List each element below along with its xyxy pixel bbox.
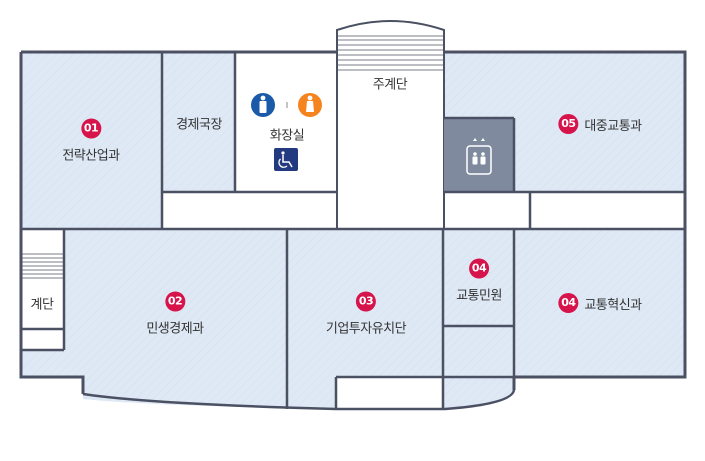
room-03-label[interactable]: 03 기업투자유치단: [325, 291, 407, 337]
room-02-label[interactable]: 02 민생경제과: [146, 291, 204, 337]
room-name: 전략산업과: [62, 148, 120, 164]
room-05-label[interactable]: 05 대중교통과: [558, 114, 642, 134]
corridor-left: [162, 192, 336, 229]
bottom-white-room: [336, 377, 443, 409]
room-director-label[interactable]: 경제국장: [176, 114, 222, 133]
room-number-badge: 02: [165, 291, 185, 312]
corridor-right: [445, 192, 685, 229]
room-restroom-label[interactable]: 화장실: [269, 125, 305, 144]
room-name: 교통혁신과: [584, 297, 642, 313]
room-number-badge: 04: [558, 293, 579, 313]
elevator-room: [444, 118, 514, 192]
room-number-badge: 04: [469, 258, 489, 279]
room-name: 계단: [30, 297, 54, 313]
elevator-icon: [466, 138, 492, 175]
stairs-label: 계단: [31, 294, 54, 313]
wheelchair-icon: [274, 148, 298, 171]
male-restroom-icon: [251, 93, 275, 117]
room-number-badge: 03: [355, 291, 376, 312]
main-stairs: [336, 20, 445, 230]
room-01-label[interactable]: 01 전략산업과: [62, 118, 120, 164]
room-04a-label[interactable]: 04 교통민원: [456, 258, 502, 304]
room-name: 경제국장: [176, 117, 222, 133]
room-number-badge: 01: [81, 118, 101, 139]
room-number-badge: 05: [558, 114, 579, 134]
room-04b-label[interactable]: 04 교통혁신과: [558, 293, 642, 313]
room-name: 기업투자유치단: [325, 321, 407, 337]
room-name: 주계단: [372, 77, 408, 93]
building-footprint: [21, 52, 685, 409]
room-name: 민생경제과: [146, 321, 204, 337]
room-name: 대중교통과: [584, 118, 642, 134]
stairs-small-area: [21, 230, 64, 350]
room-name: 화장실: [269, 128, 305, 144]
main-stairs-label: 주계단: [372, 74, 408, 93]
female-restroom-icon: [298, 93, 322, 117]
room-name: 교통민원: [456, 288, 502, 304]
